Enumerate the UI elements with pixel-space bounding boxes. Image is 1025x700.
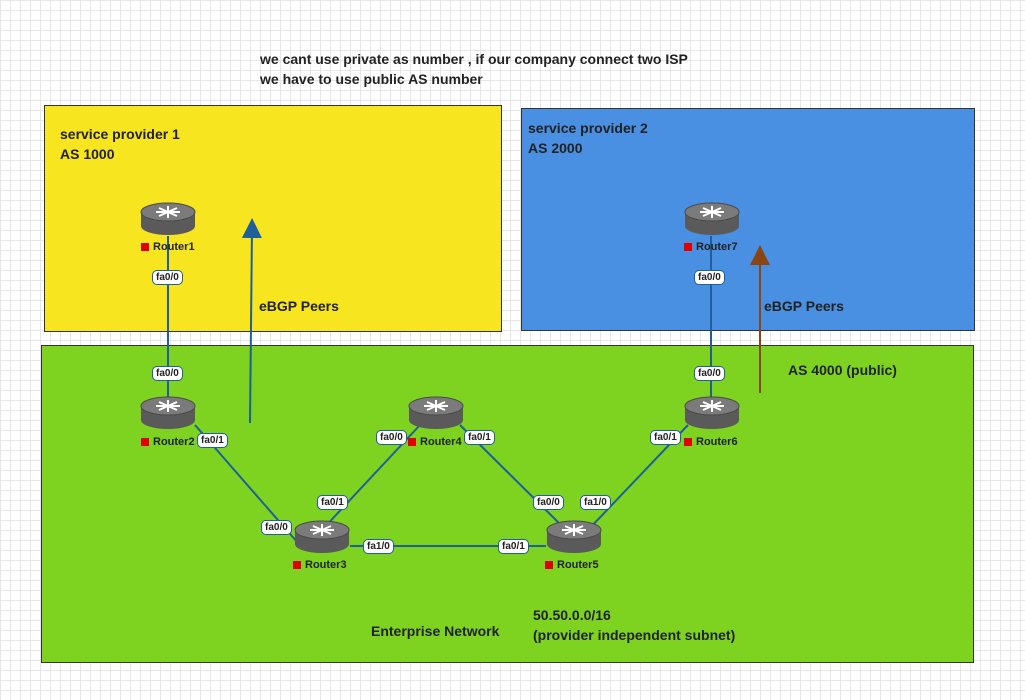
status-indicator [293, 561, 301, 569]
port-label-router3-fa01: fa0/1 [317, 495, 348, 510]
zone-sp2-label: service provider 2 AS 2000 [528, 118, 648, 158]
port-label-router3-fa00: fa0/0 [261, 520, 292, 535]
port-label-router6-fa01: fa0/1 [650, 430, 681, 445]
port-label-router4-fa00: fa0/0 [376, 430, 407, 445]
router6-label: Router6 [684, 436, 738, 448]
port-label-router5-fa00: fa0/0 [533, 495, 564, 510]
status-indicator [141, 243, 149, 251]
router7-name: Router7 [696, 241, 738, 253]
router7-label: Router7 [684, 241, 738, 253]
subnet-note: (provider independent subnet) [533, 627, 736, 643]
subnet-value: 50.50.0.0/16 [533, 607, 611, 623]
status-indicator [684, 438, 692, 446]
zone-enterprise-network[interactable] [41, 345, 974, 663]
router3-label: Router3 [293, 559, 347, 571]
router-icon[interactable] [140, 396, 196, 432]
router1-label: Router1 [141, 241, 195, 253]
port-label-router6-fa00: fa0/0 [694, 366, 725, 381]
enterprise-network-label: Enterprise Network [371, 623, 500, 639]
router5-label: Router5 [545, 559, 599, 571]
zone-sp1-label: service provider 1 AS 1000 [60, 124, 180, 164]
zone-sp1-as: AS 1000 [60, 146, 115, 162]
router4-label: Router4 [408, 436, 462, 448]
ebgp-peers-label-right: eBGP Peers [764, 298, 844, 314]
zone-service-provider-1[interactable]: service provider 1 AS 1000 [44, 105, 502, 332]
subnet-label: 50.50.0.0/16 (provider independent subne… [533, 605, 735, 645]
zone-sp2-as: AS 2000 [528, 140, 583, 156]
port-label-router2-fa01: fa0/1 [197, 433, 228, 448]
router1-name: Router1 [153, 241, 195, 253]
router2-name: Router2 [153, 436, 195, 448]
port-label-router2-fa00: fa0/0 [152, 366, 183, 381]
status-indicator [408, 438, 416, 446]
router3-name: Router3 [305, 559, 347, 571]
router2-label: Router2 [141, 436, 195, 448]
note-text: we cant use private as number , if our c… [260, 49, 688, 89]
ebgp-peers-label-left: eBGP Peers [259, 298, 339, 314]
router-icon[interactable] [546, 520, 602, 556]
port-label-router4-fa01: fa0/1 [464, 430, 495, 445]
router-icon[interactable] [294, 520, 350, 556]
zone-sp2-name: service provider 2 [528, 120, 648, 136]
router6-name: Router6 [696, 436, 738, 448]
router-icon[interactable] [684, 202, 740, 238]
enterprise-as-label: AS 4000 (public) [788, 362, 897, 378]
status-indicator [545, 561, 553, 569]
router-icon[interactable] [408, 396, 464, 432]
router-icon[interactable] [684, 396, 740, 432]
port-label-router5-fa01: fa0/1 [498, 539, 529, 554]
zone-service-provider-2[interactable]: service provider 2 AS 2000 [521, 108, 975, 331]
router-icon[interactable] [140, 202, 196, 238]
router5-name: Router5 [557, 559, 599, 571]
port-label-router7-fa00: fa0/0 [694, 270, 725, 285]
status-indicator [141, 438, 149, 446]
port-label-router1-fa00: fa0/0 [152, 270, 183, 285]
ebgp-arrow-left [241, 218, 262, 424]
zone-sp1-name: service provider 1 [60, 126, 180, 142]
port-label-router5-fa10: fa1/0 [580, 495, 611, 510]
note-line-1: we cant use private as number , if our c… [260, 51, 688, 67]
status-indicator [684, 243, 692, 251]
port-label-router3-fa10: fa1/0 [363, 539, 394, 554]
note-line-2: we have to use public AS number [260, 71, 483, 87]
router4-name: Router4 [420, 436, 462, 448]
